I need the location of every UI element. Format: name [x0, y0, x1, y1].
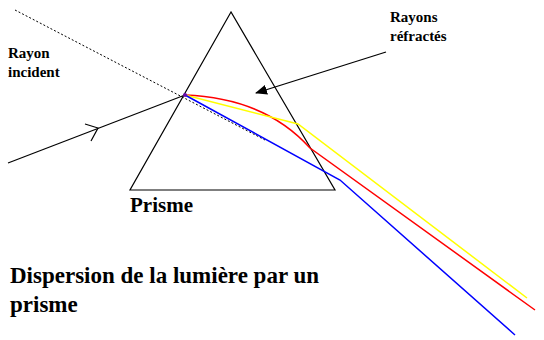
entry-point	[183, 93, 187, 97]
caption: Dispersion de la lumière par un prisme	[10, 262, 340, 320]
incident-ray	[8, 95, 185, 163]
ray-chevron	[85, 124, 98, 141]
leader-arrow	[256, 52, 386, 93]
ray-label: Rayon incident	[8, 44, 83, 82]
ray-label: Rayons réfractés	[390, 8, 485, 46]
blue-ray	[185, 95, 515, 335]
prism-label: Prisme	[130, 192, 250, 218]
